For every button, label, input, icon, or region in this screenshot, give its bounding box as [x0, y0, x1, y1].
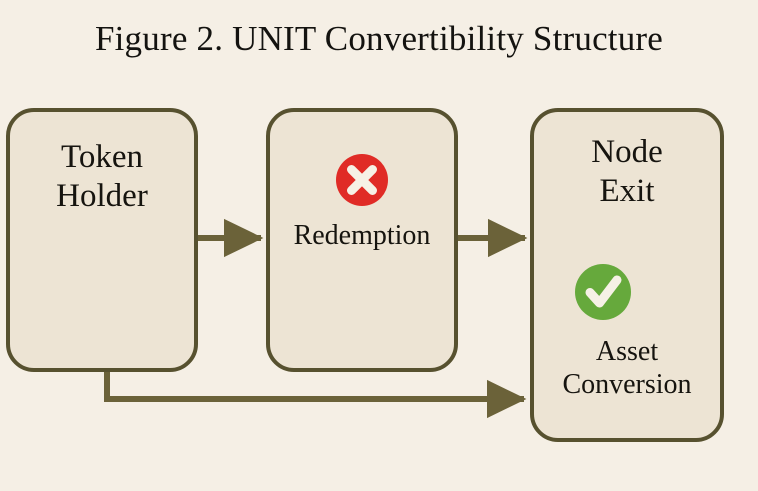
node-label-asset-conversion: Asset Conversion: [562, 336, 692, 400]
node-box-node-exit[interactable]: [530, 108, 724, 442]
figure-title: Figure 2. UNIT Convertibility Structure: [94, 19, 664, 58]
node-label-token-holder: Token Holder: [56, 139, 148, 214]
node-label-node-exit: Node Exit: [591, 134, 663, 209]
check-circle-icon: [575, 264, 631, 320]
node-box-token-holder[interactable]: [6, 108, 198, 372]
connector-token-holder-to-node-exit-direct: [104, 368, 527, 419]
node-label-redemption: Redemption: [293, 220, 431, 251]
x-circle-icon: [336, 154, 388, 206]
node-box-redemption[interactable]: [266, 108, 458, 372]
